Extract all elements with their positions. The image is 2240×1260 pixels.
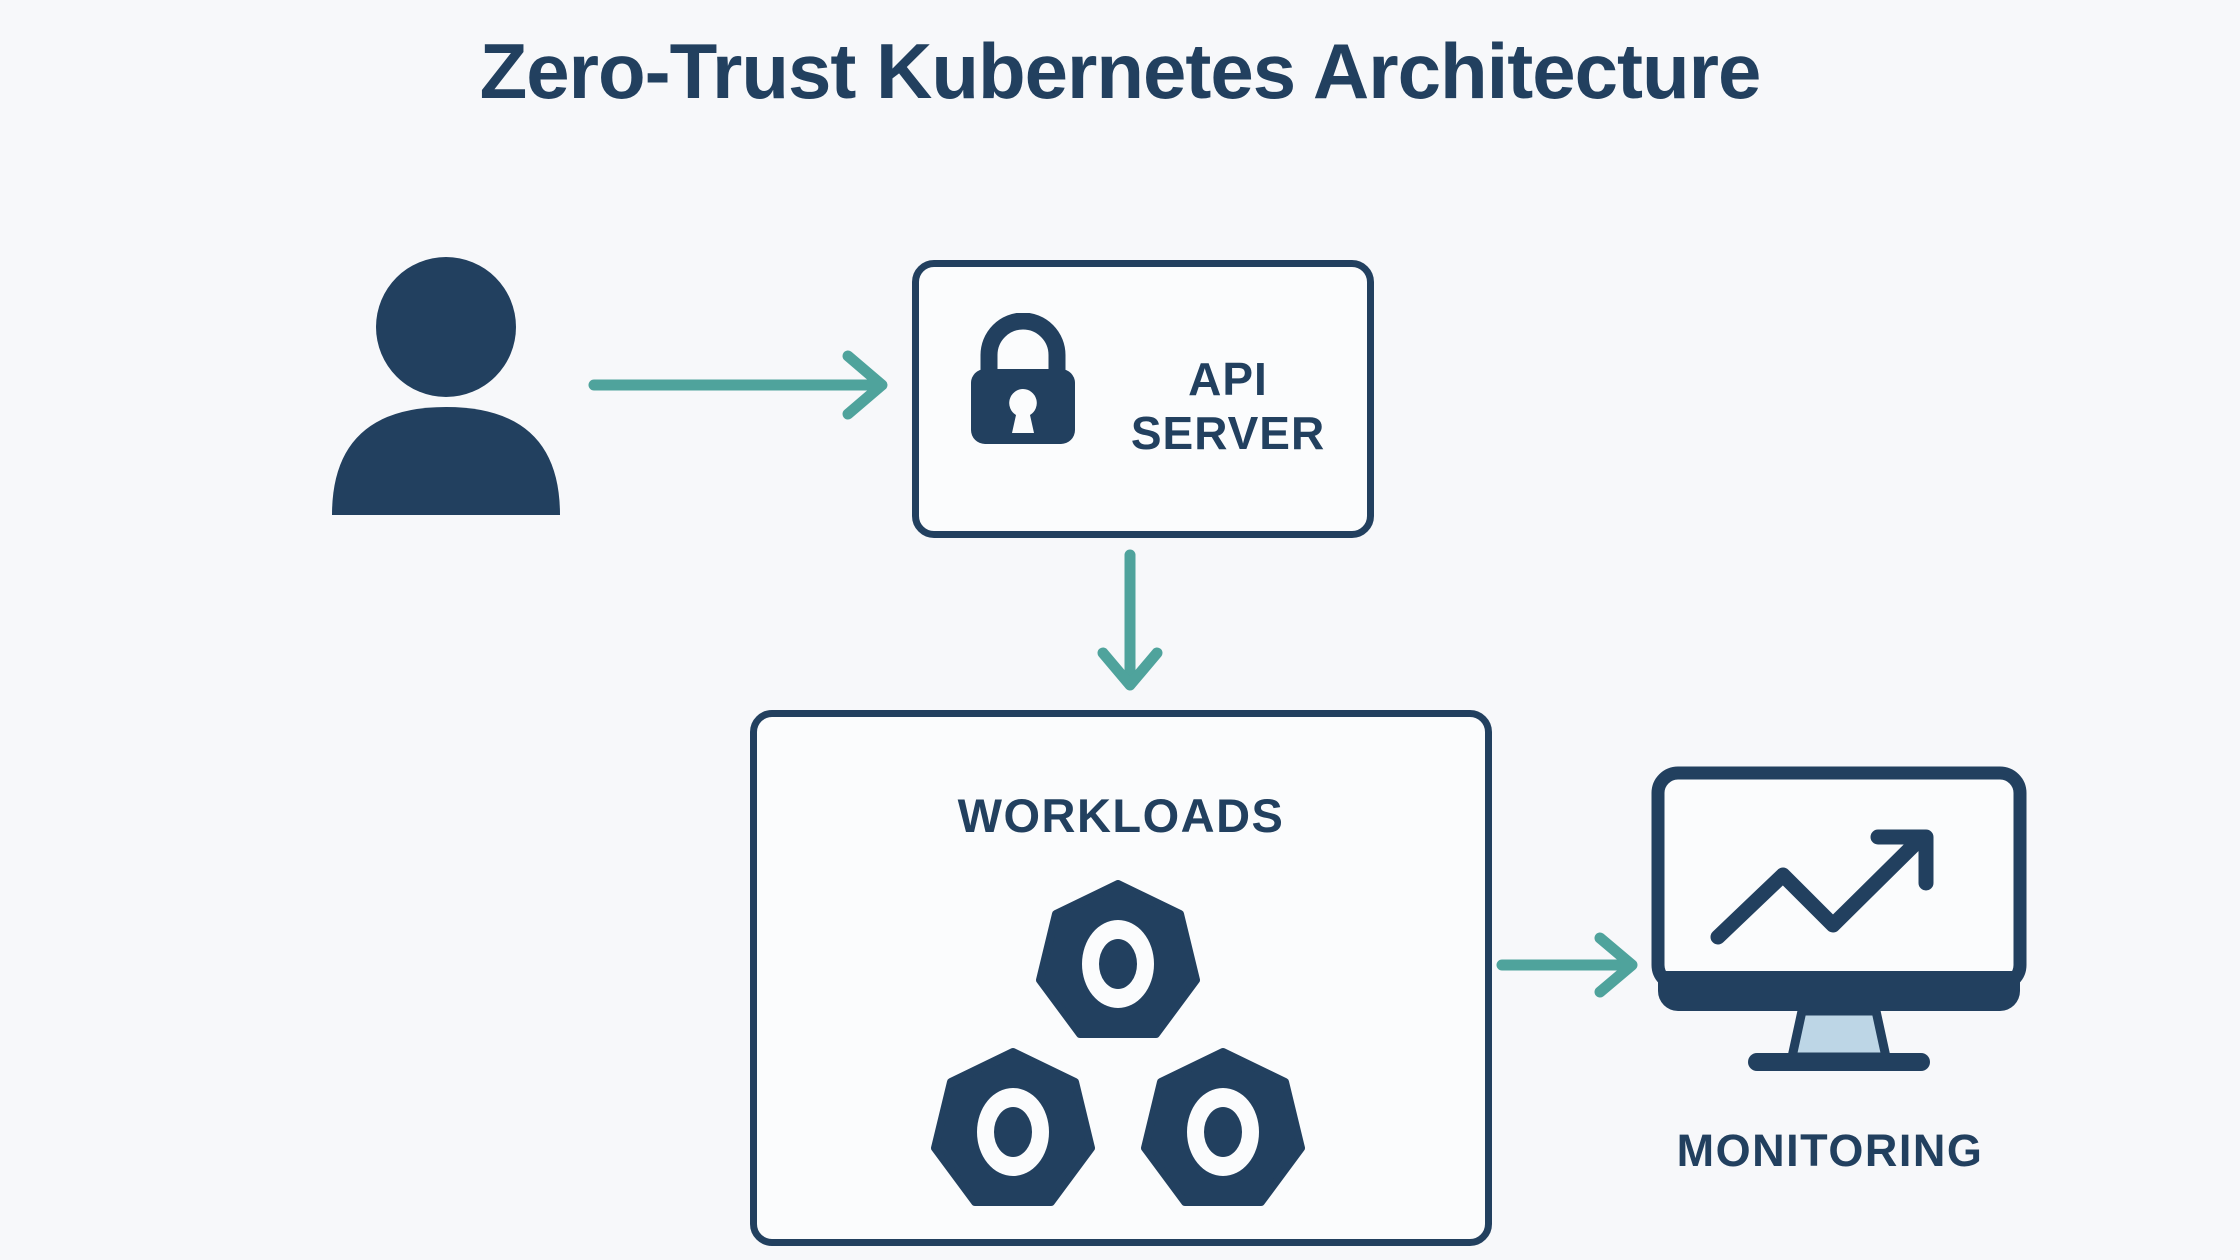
api-server-label: API SERVER [1098, 352, 1358, 461]
workload-node-3 [1141, 1048, 1305, 1206]
monitor-display-icon [1651, 766, 2027, 1071]
workload-node-1 [1036, 880, 1200, 1038]
arrow-workloads-to-monitoring-icon [1496, 932, 1638, 998]
workload-nodes-icon [931, 880, 1305, 1206]
api-server-label-line1: API [1188, 353, 1268, 405]
workloads-label: WORKLOADS [957, 789, 1285, 842]
monitoring-label: MONITORING [1676, 1125, 1984, 1176]
arrow-user-to-api-server-icon [588, 350, 888, 420]
lock-icon [971, 313, 1075, 444]
user-actor-icon [332, 257, 560, 515]
api-server-label-line2: SERVER [1130, 407, 1326, 460]
arrow-api-server-to-workloads-icon [1097, 549, 1163, 691]
workload-node-2 [931, 1048, 1095, 1206]
api-server-node[interactable] [912, 260, 1374, 538]
page-title: Zero-Trust Kubernetes Architecture [479, 27, 1762, 115]
